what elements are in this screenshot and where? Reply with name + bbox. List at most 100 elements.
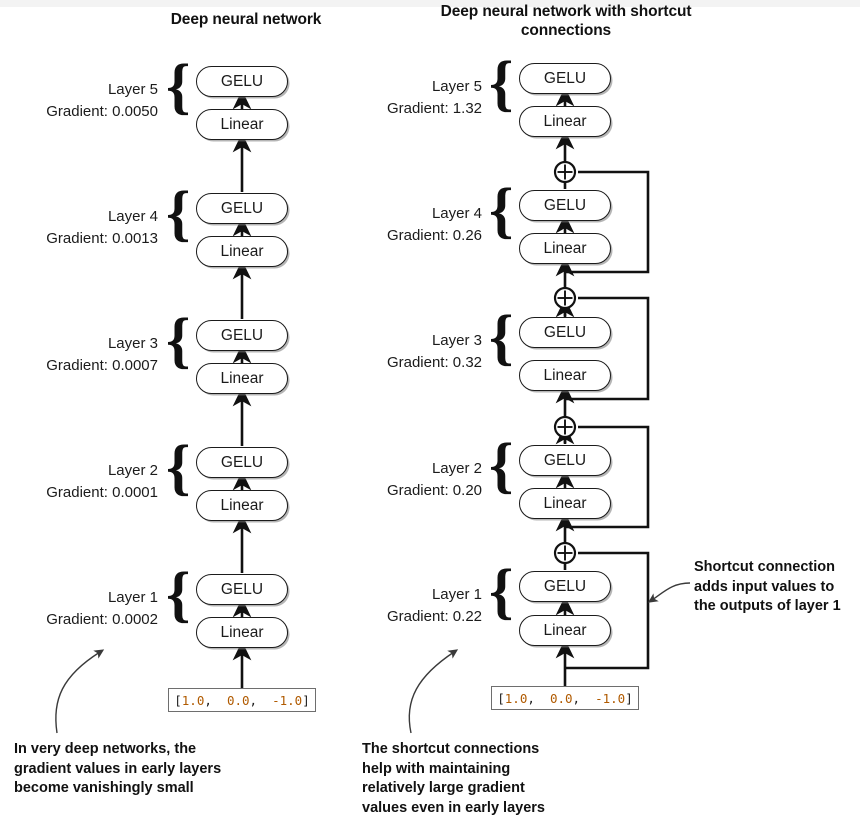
- left-layer5-brace: {: [166, 53, 191, 121]
- right-caption-line4: values even in early layers: [362, 799, 545, 816]
- left-layer1-gradient: Gradient: 0.0002: [46, 611, 158, 628]
- left-layer2-label: Layer 2 Gradient: 0.0001: [0, 460, 158, 504]
- left-layer3-label: Layer 3 Gradient: 0.0007: [0, 333, 158, 377]
- right-caption-line2: help with maintaining: [362, 760, 511, 777]
- left-layer2-gradient: Gradient: 0.0001: [46, 484, 158, 501]
- left-layer4-gradient: Gradient: 0.0013: [46, 230, 158, 247]
- right-title-line2: shortcut connections: [520, 3, 692, 39]
- right-layer1-name: Layer 1: [431, 586, 482, 603]
- right-layer4-linear[interactable]: Linear: [519, 233, 611, 264]
- right-layer5-label: Layer 5 Gradient: 1.32: [330, 76, 482, 120]
- right-layer1-brace: {: [489, 558, 514, 626]
- left-panel-title: Deep neural network: [120, 10, 372, 29]
- left-layer1-gelu[interactable]: GELU: [196, 574, 288, 605]
- left-layer3-gradient: Gradient: 0.0007: [46, 357, 158, 374]
- left-caption-line2: gradient values in early layers: [14, 760, 222, 777]
- right-input-c1: ,: [527, 690, 535, 706]
- left-input-v1: 1.0: [181, 692, 205, 708]
- right-layer2-gradient: Gradient: 0.20: [386, 482, 482, 499]
- right-layer4-gelu[interactable]: GELU: [519, 190, 611, 221]
- right-input-close: ]: [625, 690, 633, 706]
- right-layer5-linear[interactable]: Linear: [519, 106, 611, 137]
- right-input-v2: 0.0: [549, 690, 573, 706]
- right-layer4-brace: {: [489, 177, 514, 245]
- left-input-tensor: [1.0, 0.0, -1.0]: [168, 688, 316, 712]
- left-layer5-label: Layer 5 Gradient: 0.0050: [0, 79, 158, 123]
- right-layer3-gelu[interactable]: GELU: [519, 317, 611, 348]
- left-layer5-gelu[interactable]: GELU: [196, 66, 288, 97]
- right-caption-line1: The shortcut connections: [362, 741, 540, 757]
- left-input-open: [: [174, 692, 182, 708]
- right-input-tensor: [1.0, 0.0, -1.0]: [491, 686, 639, 710]
- right-layer3-name: Layer 3: [431, 332, 482, 349]
- shortcut-note-line3: the outputs of layer 1: [694, 598, 841, 614]
- left-layer4-name: Layer 4: [107, 208, 158, 225]
- left-input-c1: ,: [204, 692, 212, 708]
- right-layer3-label: Layer 3 Gradient: 0.32: [330, 330, 482, 374]
- right-layer4-gradient: Gradient: 0.26: [386, 227, 482, 244]
- left-title-line: Deep neural network: [170, 11, 322, 28]
- right-caption-line3: relatively large gradient: [362, 780, 525, 796]
- left-layer3-name: Layer 3: [107, 335, 158, 352]
- right-layer1-label: Layer 1 Gradient: 0.22: [330, 584, 482, 628]
- right-layer2-name: Layer 2: [431, 460, 482, 477]
- right-layer3-linear[interactable]: Linear: [519, 360, 611, 391]
- right-layer2-linear[interactable]: Linear: [519, 488, 611, 519]
- right-layer2-brace: {: [489, 432, 514, 500]
- right-layer2-gelu[interactable]: GELU: [519, 445, 611, 476]
- left-input-gap2: [257, 693, 272, 708]
- left-layer1-linear[interactable]: Linear: [196, 617, 288, 648]
- right-input-v1: 1.0: [504, 690, 528, 706]
- shortcut-note-line2: adds input values to: [694, 578, 835, 595]
- right-layer3-brace: {: [489, 304, 514, 372]
- right-layer5-brace: {: [489, 50, 514, 118]
- right-title-line1: Deep neural network with: [440, 3, 626, 20]
- left-layer5-name: Layer 5: [107, 81, 158, 98]
- right-layer5-gelu[interactable]: GELU: [519, 63, 611, 94]
- left-layer4-brace: {: [166, 180, 191, 248]
- right-caption: The shortcut connections help with maint…: [362, 740, 545, 818]
- left-layer4-gelu[interactable]: GELU: [196, 193, 288, 224]
- left-layer5-linear[interactable]: Linear: [196, 109, 288, 140]
- right-layer1-linear[interactable]: Linear: [519, 615, 611, 646]
- left-layer1-label: Layer 1 Gradient: 0.0002: [0, 587, 158, 631]
- left-layer3-gelu[interactable]: GELU: [196, 320, 288, 351]
- left-input-close: ]: [302, 692, 310, 708]
- left-layer2-brace: {: [166, 434, 191, 502]
- right-layer4-label: Layer 4 Gradient: 0.26: [330, 203, 482, 247]
- top-band: [0, 0, 860, 7]
- left-caption-line1: In very deep networks, the: [14, 741, 197, 757]
- left-layer3-linear[interactable]: Linear: [196, 363, 288, 394]
- left-layer4-linear[interactable]: Linear: [196, 236, 288, 267]
- right-layer1-gradient: Gradient: 0.22: [386, 608, 482, 625]
- right-input-gap1: [535, 691, 550, 706]
- right-input-c2: ,: [572, 690, 581, 706]
- left-layer1-brace: {: [166, 561, 191, 629]
- right-input-gap2: [580, 691, 595, 706]
- left-layer4-label: Layer 4 Gradient: 0.0013: [0, 206, 158, 250]
- shortcut-note-line1: Shortcut connection: [694, 559, 835, 575]
- left-caption: In very deep networks, the gradient valu…: [14, 740, 221, 799]
- left-layer2-gelu[interactable]: GELU: [196, 447, 288, 478]
- right-panel-title: Deep neural network with shortcut connec…: [440, 2, 692, 40]
- left-layer1-name: Layer 1: [107, 589, 158, 606]
- left-layer5-gradient: Gradient: 0.0050: [46, 103, 158, 120]
- left-layer2-name: Layer 2: [107, 462, 158, 479]
- left-input-c2: ,: [249, 692, 258, 708]
- left-caption-line3: become vanishingly small: [14, 780, 194, 796]
- left-input-gap1: [212, 693, 227, 708]
- left-input-v2: 0.0: [226, 692, 250, 708]
- right-layer5-gradient: Gradient: 1.32: [386, 100, 482, 117]
- right-input-v3: -1.0: [595, 690, 626, 706]
- right-input-open: [: [497, 690, 505, 706]
- right-layer4-name: Layer 4: [431, 205, 482, 222]
- left-layer2-linear[interactable]: Linear: [196, 490, 288, 521]
- right-layer2-label: Layer 2 Gradient: 0.20: [330, 458, 482, 502]
- shortcut-connection-note: Shortcut connection adds input values to…: [694, 558, 841, 617]
- left-input-v3: -1.0: [272, 692, 303, 708]
- left-layer3-brace: {: [166, 307, 191, 375]
- right-layer1-gelu[interactable]: GELU: [519, 571, 611, 602]
- right-layer3-gradient: Gradient: 0.32: [386, 354, 482, 371]
